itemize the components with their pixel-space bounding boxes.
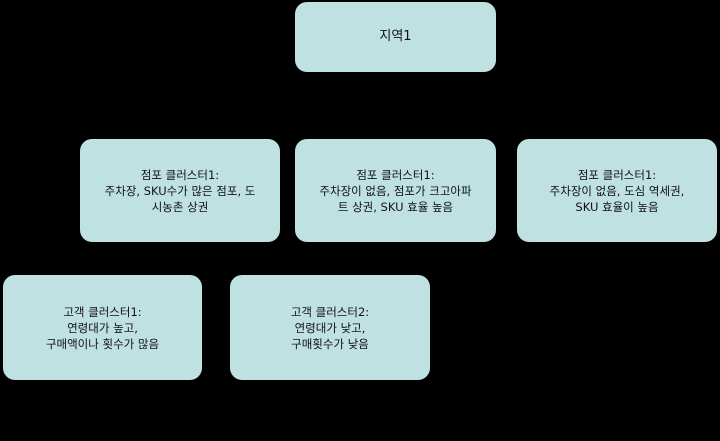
store-cluster-3-desc-line2: SKU 효율이 높음 <box>575 199 659 214</box>
store-cluster-3-title: 점포 클러스터1: <box>577 167 657 182</box>
store-cluster-2-desc-line1: 주차장이 없음, 점포가 크고아파 <box>319 183 472 198</box>
store-cluster-1-desc-line2: 시농촌 상권 <box>151 199 209 214</box>
region-node: 지역1 <box>295 2 496 72</box>
customer-cluster-node-2: 고객 클러스터2: 연령대가 낮고, 구매횟수가 낮음 <box>230 275 430 380</box>
store-cluster-1-title: 점포 클러스터1: <box>140 167 220 182</box>
store-cluster-2-desc-line2: 트 상권, SKU 효율 높음 <box>337 199 454 214</box>
customer-cluster-node-1: 고객 클러스터1: 연령대가 높고, 구매액이나 횟수가 많음 <box>3 275 202 380</box>
customer-cluster-1-desc-line1: 연령대가 높고, <box>67 320 138 335</box>
customer-cluster-2-desc-line1: 연령대가 낮고, <box>294 320 366 335</box>
store-cluster-node-1: 점포 클러스터1: 주차장, SKU수가 많은 점포, 도 시농촌 상권 <box>80 139 280 242</box>
store-cluster-node-2: 점포 클러스터1: 주차장이 없음, 점포가 크고아파 트 상권, SKU 효율… <box>295 139 496 242</box>
customer-cluster-2-title: 고객 클러스터2: <box>290 304 370 319</box>
customer-cluster-2-desc-line2: 구매횟수가 낮음 <box>291 336 369 351</box>
store-cluster-3-desc-line1: 주차장이 없음, 도심 역세권, <box>549 183 685 198</box>
customer-cluster-1-desc-line2: 구매액이나 횟수가 많음 <box>45 336 160 351</box>
customer-cluster-1-title: 고객 클러스터1: <box>63 304 142 319</box>
region-label: 지역1 <box>379 29 412 44</box>
store-cluster-node-3: 점포 클러스터1: 주차장이 없음, 도심 역세권, SKU 효율이 높음 <box>517 139 717 242</box>
store-cluster-2-title: 점포 클러스터1: <box>356 167 435 182</box>
store-cluster-1-desc-line1: 주차장, SKU수가 많은 점포, 도 <box>104 183 256 198</box>
